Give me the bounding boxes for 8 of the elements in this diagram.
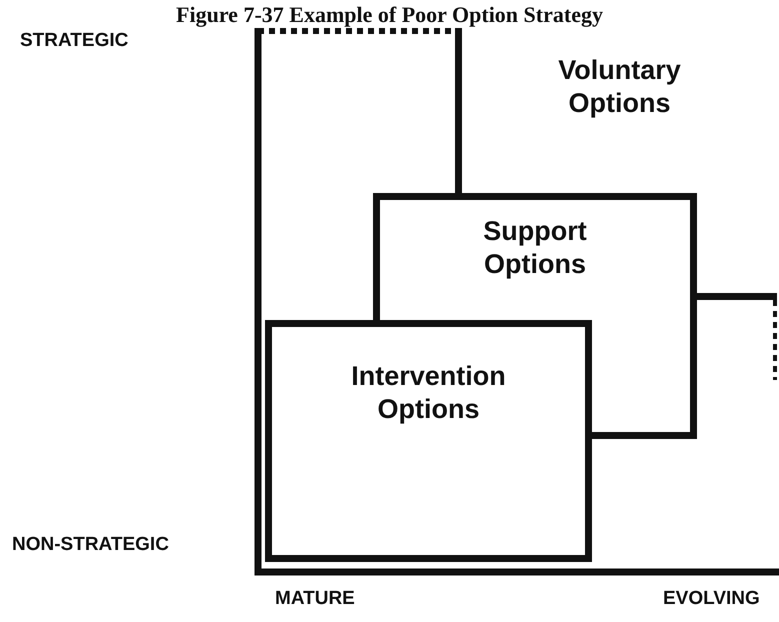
- option-label: Support Options: [482, 215, 588, 281]
- option-label: Voluntary Options: [557, 54, 682, 120]
- option-label: Intervention Options: [350, 360, 507, 426]
- axis-label: STRATEGIC: [20, 30, 128, 52]
- axis-label: NON-STRATEGIC: [12, 534, 169, 556]
- axis-label: MATURE: [275, 588, 355, 610]
- figure-title: Figure 7-37 Example of Poor Option Strategy: [175, 2, 604, 28]
- axis-label: EVOLVING: [663, 588, 760, 610]
